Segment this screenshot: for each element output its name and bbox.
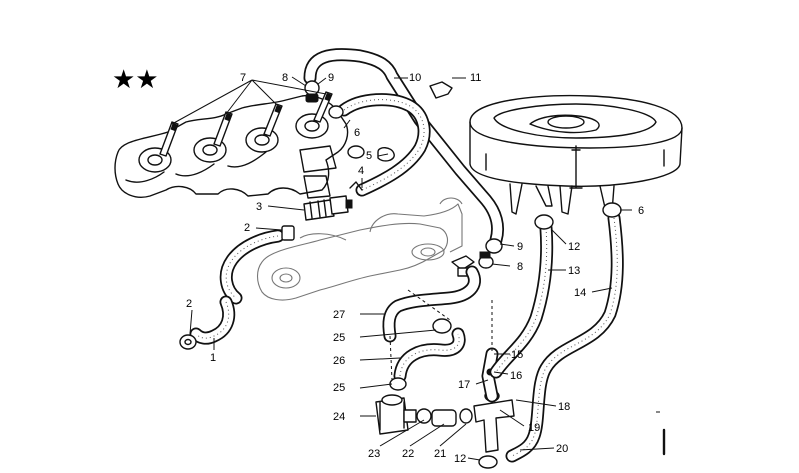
callout-13: 13 xyxy=(568,265,580,277)
callout-24: 24 xyxy=(333,411,345,423)
hose-26 xyxy=(393,318,466,383)
callout-25-lower: 25 xyxy=(333,382,345,394)
hose-13 xyxy=(489,214,554,379)
callout-9-mid: 9 xyxy=(517,241,523,253)
callout-1: 1 xyxy=(210,352,216,364)
callout-labels: 7 8 9 10 11 6 5 4 3 2 6 9 12 8 13 14 2 2… xyxy=(186,72,644,465)
callout-23: 23 xyxy=(368,448,380,460)
callout-4: 4 xyxy=(358,165,364,177)
hose-4 xyxy=(337,93,431,197)
callout-8-upper: 8 xyxy=(282,72,288,84)
callout-12-lower: 12 xyxy=(454,453,466,465)
callout-20: 20 xyxy=(556,443,568,455)
page-marks xyxy=(656,411,666,456)
callout-27: 27 xyxy=(333,309,345,321)
callout-9-upper: 9 xyxy=(328,72,334,84)
valve-24 xyxy=(375,377,417,435)
hose-15 xyxy=(481,300,499,403)
exhaust-manifold xyxy=(114,94,349,199)
callout-14: 14 xyxy=(574,287,586,299)
hose-14 xyxy=(505,202,624,463)
injection-nozzles xyxy=(159,91,333,157)
hose-27 xyxy=(382,265,481,381)
callout-25-upper: 25 xyxy=(333,332,345,344)
callout-2-lower: 2 xyxy=(186,298,192,310)
hose-2-upper xyxy=(219,225,295,305)
callout-19: 19 xyxy=(528,422,540,434)
callout-17: 17 xyxy=(458,379,470,391)
stars-marker: ★★ xyxy=(112,65,159,95)
callout-18: 18 xyxy=(558,401,570,413)
callout-7: 7 xyxy=(240,72,246,84)
callout-3: 3 xyxy=(256,201,262,213)
callout-16: 16 xyxy=(510,370,522,382)
callout-11: 11 xyxy=(470,72,481,84)
air-cleaner-housing xyxy=(469,94,683,215)
callout-12-upper: 12 xyxy=(568,241,580,253)
callout-8-mid: 8 xyxy=(517,261,523,273)
connectors-lower xyxy=(416,408,473,427)
callout-26: 26 xyxy=(333,355,345,367)
temperature-sensor xyxy=(303,195,353,221)
leader-lines xyxy=(171,76,632,461)
callout-21: 21 xyxy=(434,448,446,460)
callout-10: 10 xyxy=(409,72,421,84)
hose-line-10 xyxy=(303,48,505,247)
callout-5: 5 xyxy=(366,150,372,162)
callout-2-upper: 2 xyxy=(244,222,250,234)
hose-1 xyxy=(179,295,236,350)
callout-15: 15 xyxy=(511,349,523,361)
intake-manifold-ghost xyxy=(256,197,463,301)
callout-6-right: 6 xyxy=(638,205,644,217)
callout-22: 22 xyxy=(402,448,414,460)
callout-6-upper: 6 xyxy=(354,127,360,139)
